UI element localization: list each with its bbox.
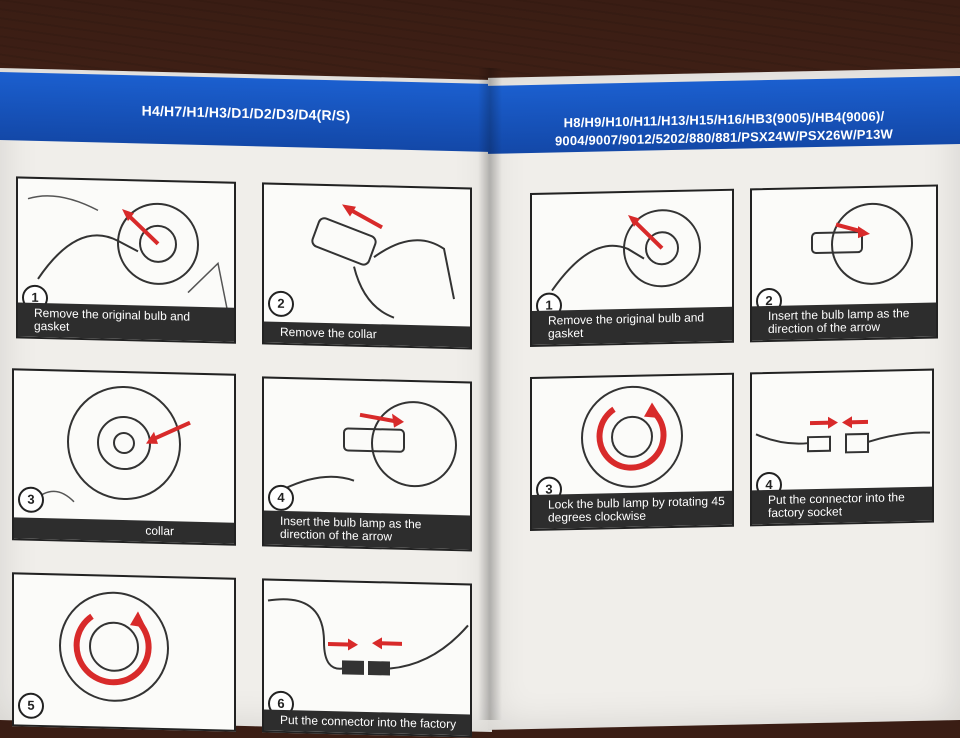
- step-caption: Put the connector into the factory: [264, 709, 470, 735]
- left-step-1-panel: 1 Remove the original bulb and gasket: [16, 176, 236, 343]
- left-step-5-panel: 5: [12, 572, 236, 731]
- right-step-4-panel: 4 Put the connector into the factory soc…: [750, 369, 934, 527]
- step-caption: Remove the collar: [264, 321, 470, 347]
- step-number-badge: 3: [18, 486, 44, 513]
- left-step-6-panel: 6 Put the connector into the factory: [262, 578, 472, 737]
- step-caption: Insert the bulb lamp as the direction of…: [264, 510, 470, 549]
- left-page: H4/H7/H1/H3/D1/D2/D3/D4(R/S) 1 Remove th…: [0, 68, 492, 732]
- step-number-badge: 4: [268, 485, 294, 512]
- step-caption: collar: [14, 517, 234, 543]
- step-caption: Remove the original bulb and gasket: [18, 302, 234, 341]
- right-step-2-panel: 2 Insert the bulb lamp as the direction …: [750, 184, 938, 342]
- rotate-bulb-illustration: [14, 574, 234, 729]
- left-page-banner: H4/H7/H1/H3/D1/D2/D3/D4(R/S): [0, 72, 492, 152]
- step-caption: Lock the bulb lamp by rotating 45 degree…: [532, 491, 732, 529]
- right-page-banner: H8/H9/H10/H11/H13/H15/H16/HB3(9005)/HB4(…: [488, 76, 960, 154]
- instruction-booklet: H4/H7/H1/H3/D1/D2/D3/D4(R/S) 1 Remove th…: [0, 68, 960, 720]
- step-caption: Put the connector into the factory socke…: [752, 487, 932, 525]
- left-page-title: H4/H7/H1/H3/D1/D2/D3/D4(R/S): [0, 72, 492, 128]
- right-step-1-panel: 1 Remove the original bulb and gasket: [530, 189, 734, 347]
- booklet-spine: [478, 68, 502, 720]
- right-step-3-panel: 3 Lock the bulb lamp by rotating 45 degr…: [530, 373, 734, 531]
- left-step-2-panel: 2 Remove the collar: [262, 182, 472, 349]
- step-number-badge: 5: [18, 692, 44, 719]
- step-number-badge: 2: [268, 291, 294, 318]
- left-step-3-panel: 3 collar: [12, 368, 236, 545]
- right-page: H8/H9/H10/H11/H13/H15/H16/HB3(9005)/HB4(…: [488, 68, 960, 730]
- step-caption: Insert the bulb lamp as the direction of…: [752, 303, 936, 341]
- left-step-4-panel: 4 Insert the bulb lamp as the direction …: [262, 376, 472, 551]
- step-caption: Remove the original bulb and gasket: [532, 307, 732, 345]
